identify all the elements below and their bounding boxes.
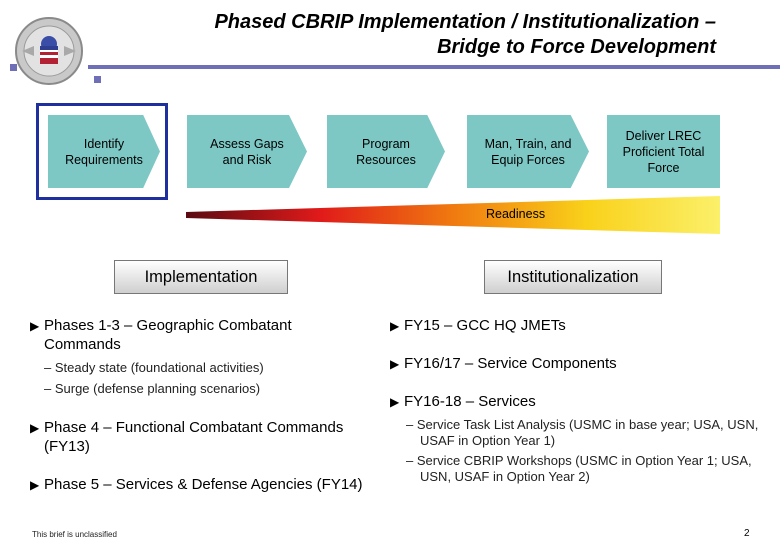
triangle-bullet-icon: ▶: [30, 478, 40, 492]
sub-list-item: – Service CBRIP Workshops (USMC in Optio…: [406, 453, 752, 484]
step-assess-gaps: Assess Gaps and Risk: [187, 115, 307, 188]
implementation-heading: Implementation: [114, 260, 288, 294]
triangle-bullet-icon: ▶: [30, 421, 40, 435]
step-highlight: [36, 103, 168, 200]
sub-list-item: – Service Task List Analysis (USMC in ba…: [406, 417, 759, 448]
readiness-label: Readiness: [486, 207, 546, 221]
readiness-wedge: [186, 196, 720, 234]
list-item: ▶ FY16-18 – Services: [390, 393, 536, 410]
decor-square: [10, 64, 17, 71]
decor-square: [94, 76, 101, 83]
title-line-2: Bridge to Force Development: [437, 36, 716, 58]
list-item: ▶ FY16/17 – Service Components: [390, 355, 617, 372]
triangle-bullet-icon: ▶: [390, 357, 400, 371]
list-item: ▶ Phases 1-3 – Geographic Combatant Comm…: [30, 317, 292, 353]
list-item: ▶ FY15 – GCC HQ JMETs: [390, 317, 566, 334]
triangle-bullet-icon: ▶: [30, 319, 40, 333]
sub-list-item: – Surge (defense planning scenarios): [44, 381, 261, 396]
step-man-train-equip: Man, Train, and Equip Forces: [467, 115, 589, 188]
classification-footer: This brief is unclassified: [32, 530, 117, 539]
triangle-bullet-icon: ▶: [390, 319, 400, 333]
step-program-resources: Program Resources: [327, 115, 445, 188]
step-identify-requirements: Identify Requirements: [48, 115, 160, 188]
joint-staff-seal-icon: [15, 17, 83, 85]
step-deliver-lrec: Deliver LREC Proficient Total Force: [607, 115, 720, 188]
page-title: Phased CBRIP Implementation / Institutio…: [120, 10, 716, 60]
sub-list-item: – Steady state (foundational activities): [44, 360, 264, 375]
header-rule: [88, 65, 780, 69]
institutionalization-heading: Institutionalization: [484, 260, 662, 294]
page-number: 2: [744, 528, 750, 539]
list-item: ▶ Phase 5 – Services & Defense Agencies …: [30, 476, 363, 493]
title-line-1: Phased CBRIP Implementation / Institutio…: [214, 11, 716, 33]
list-item: ▶ Phase 4 – Functional Combatant Command…: [30, 419, 344, 455]
triangle-bullet-icon: ▶: [390, 395, 400, 409]
